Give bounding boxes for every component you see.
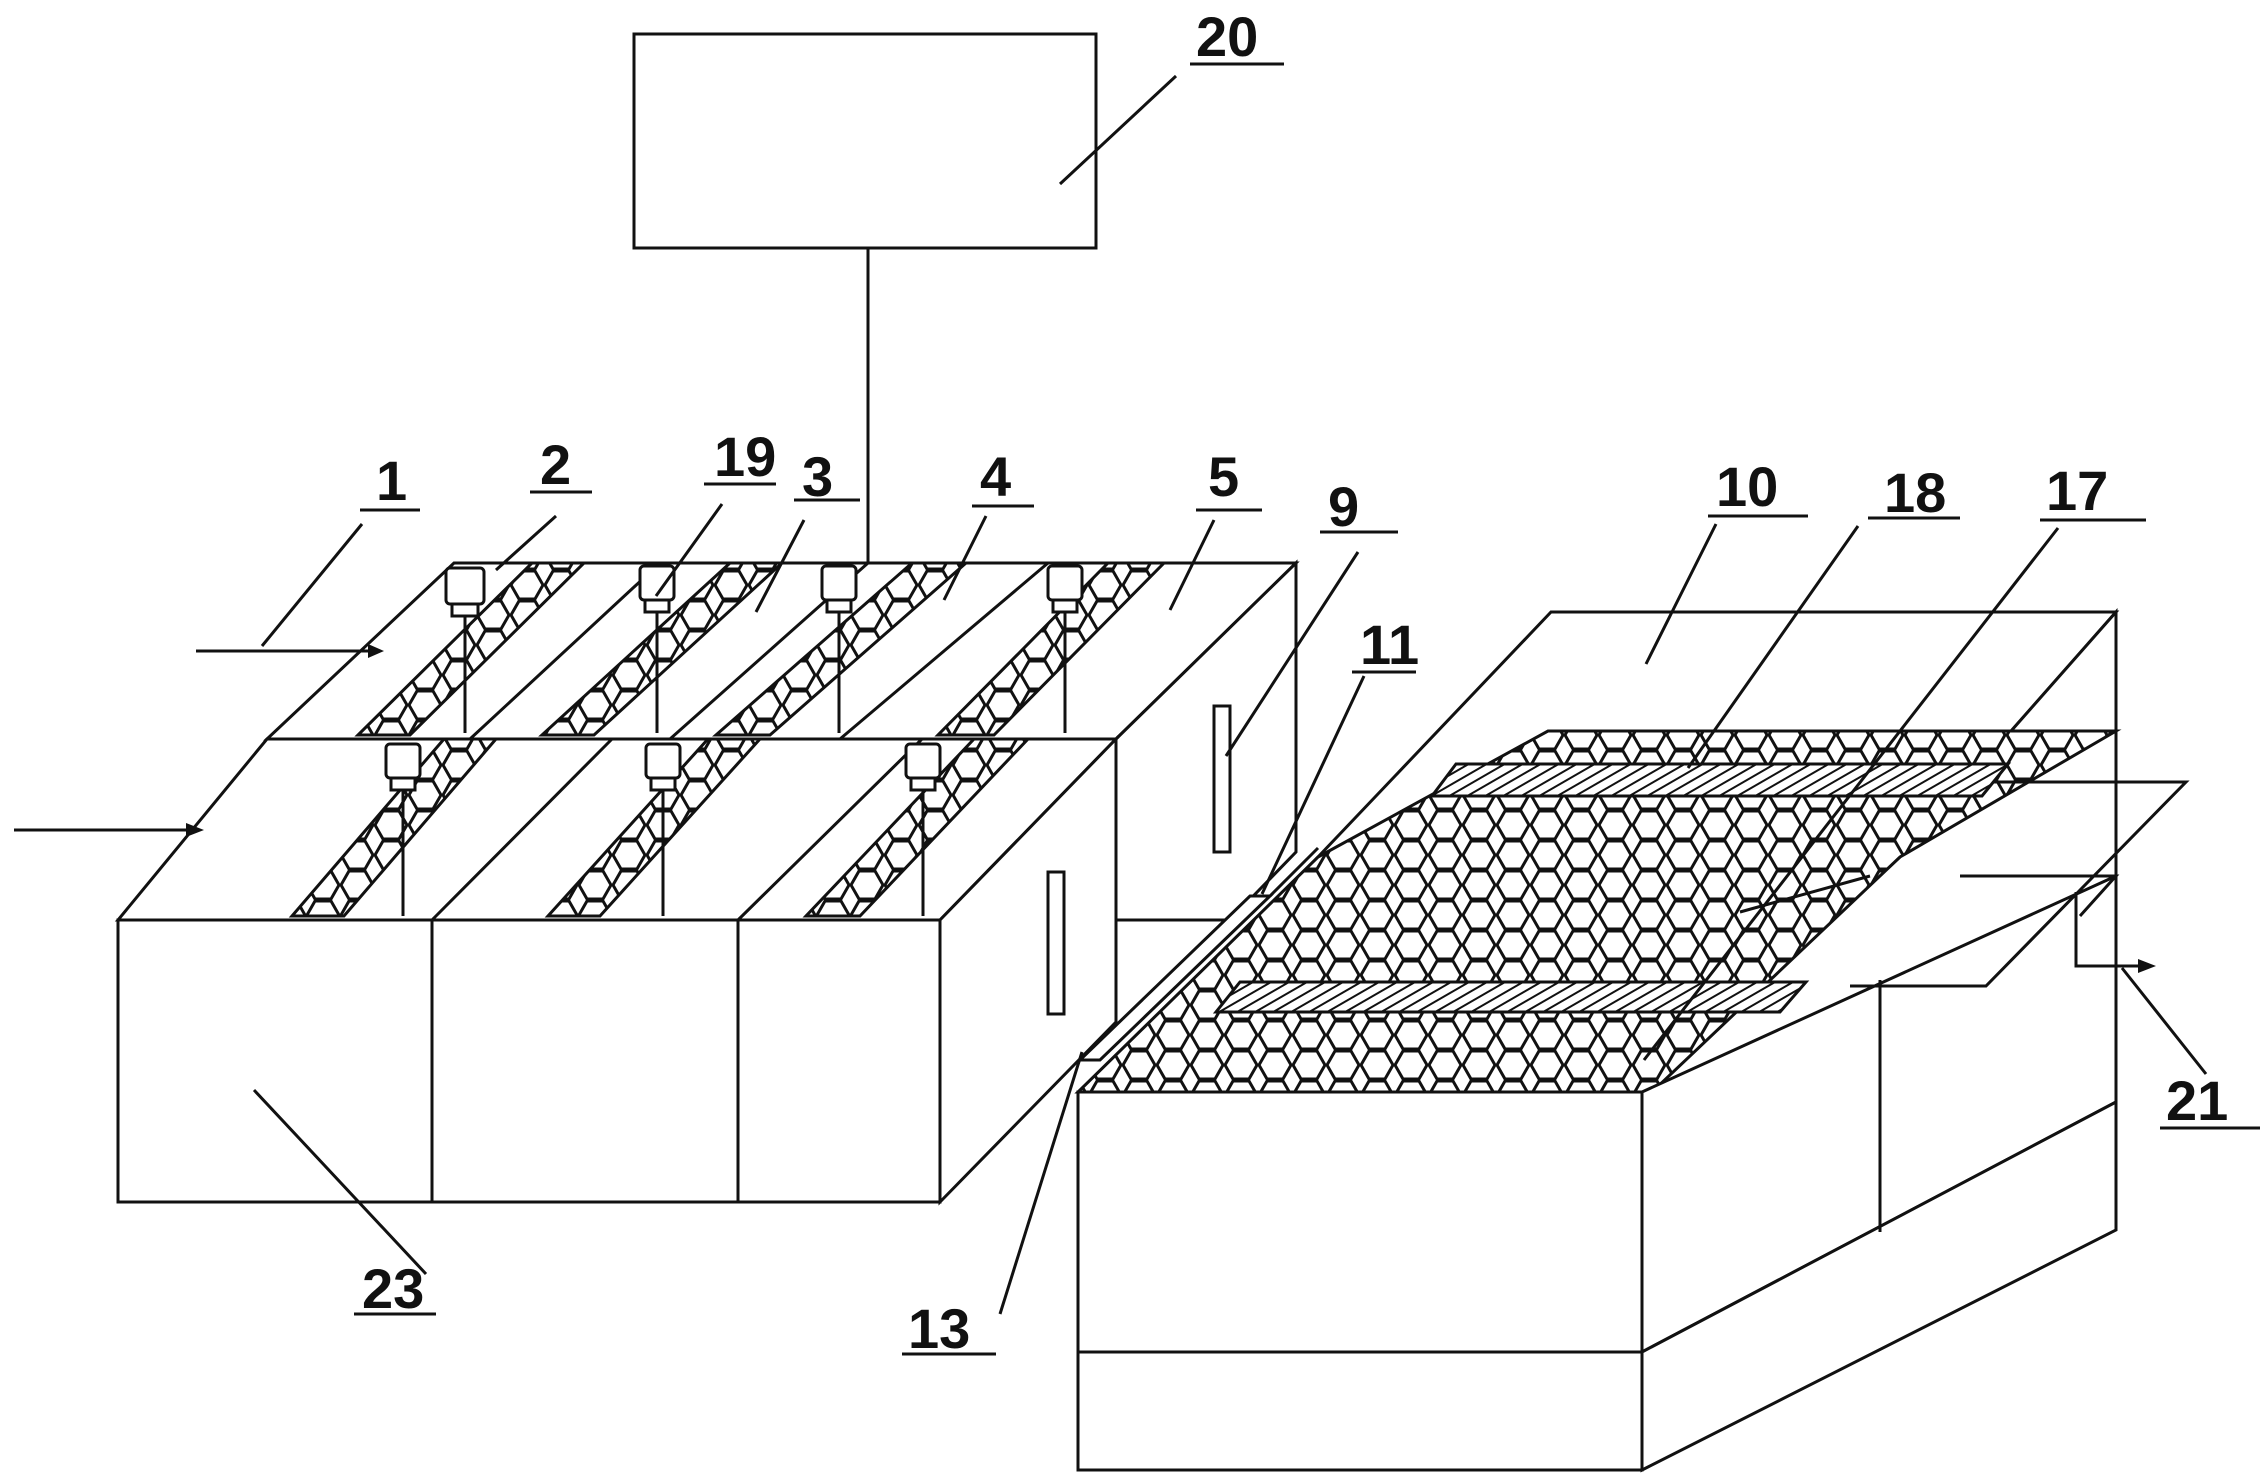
label-23: 23 <box>362 1257 424 1320</box>
inlet-arrow <box>196 644 384 658</box>
label-11: 11 <box>1360 613 1419 676</box>
label-20: 20 <box>1196 5 1258 68</box>
label-21: 21 <box>2166 1069 2228 1132</box>
stirrer-motor <box>904 742 942 916</box>
stirrer-motor <box>820 564 858 733</box>
callout-labels: 20 1 2 19 3 4 5 9 11 10 18 17 21 13 23 <box>354 5 2260 1360</box>
connecting-channel <box>1076 846 1320 1062</box>
label-2: 2 <box>540 433 571 496</box>
label-19: 19 <box>714 425 776 488</box>
right-tank <box>1074 608 2190 1473</box>
stirrer-motor <box>1046 564 1084 733</box>
control-box <box>632 32 1098 572</box>
label-5: 5 <box>1208 445 1239 508</box>
stirrer-motor <box>644 742 682 916</box>
stirrer-motor <box>384 742 422 916</box>
label-3: 3 <box>802 445 833 508</box>
label-1: 1 <box>376 449 407 512</box>
label-4: 4 <box>980 445 1011 508</box>
label-17: 17 <box>2046 459 2108 522</box>
label-13: 13 <box>908 1297 970 1360</box>
label-10: 10 <box>1716 455 1778 518</box>
stirrer-motor <box>638 564 676 733</box>
leader-lines <box>252 74 2208 1315</box>
left-tank <box>14 559 1300 1206</box>
inlet-arrow <box>14 823 204 837</box>
label-9: 9 <box>1328 475 1359 538</box>
stirrer-motor <box>444 566 486 733</box>
label-18: 18 <box>1884 461 1946 524</box>
